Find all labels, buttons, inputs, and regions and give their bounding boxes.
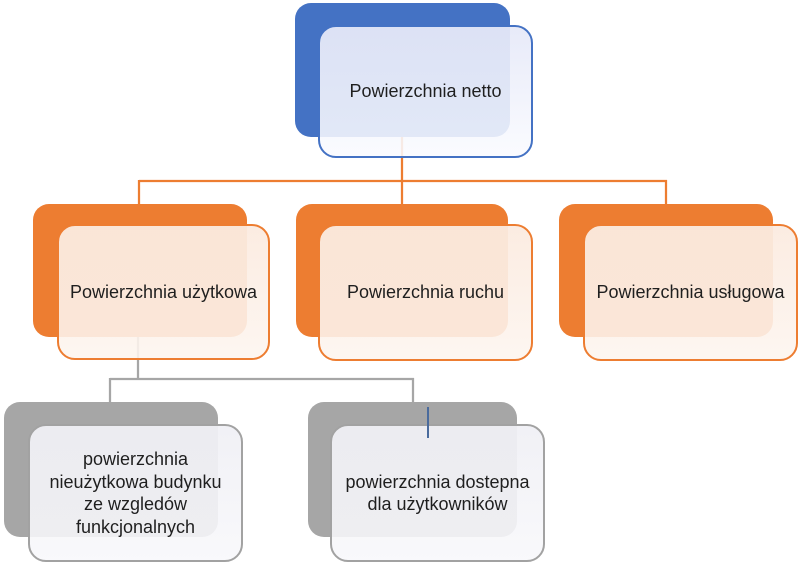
node-powierzchnia-uslugowa[interactable]: Powierzchnia usługowa — [583, 224, 798, 361]
node-label: Powierzchnia netto — [349, 81, 502, 102]
node-label: Powierzchnia użytkowa — [69, 281, 258, 302]
node-powierzchnia-netto[interactable]: Powierzchnia netto — [318, 25, 533, 158]
node-label: powierzchnia nieużytkowa budynku ze wzgl… — [49, 449, 222, 537]
node-label: Powierzchnia usługowa — [596, 282, 785, 303]
node-powierzchnia-nieuzytkowa[interactable]: powierzchnia nieużytkowa budynku ze wzgl… — [28, 424, 243, 562]
node-label: Powierzchnia ruchu — [346, 282, 505, 303]
node-powierzchnia-uzytkowa[interactable]: Powierzchnia użytkowa — [57, 224, 270, 360]
node-powierzchnia-dostepna[interactable]: powierzchnia dostepna dla użytkowników — [330, 424, 545, 562]
node-label: powierzchnia dostepna dla użytkowników — [345, 471, 530, 515]
node-powierzchnia-ruchu[interactable]: Powierzchnia ruchu — [318, 224, 533, 361]
